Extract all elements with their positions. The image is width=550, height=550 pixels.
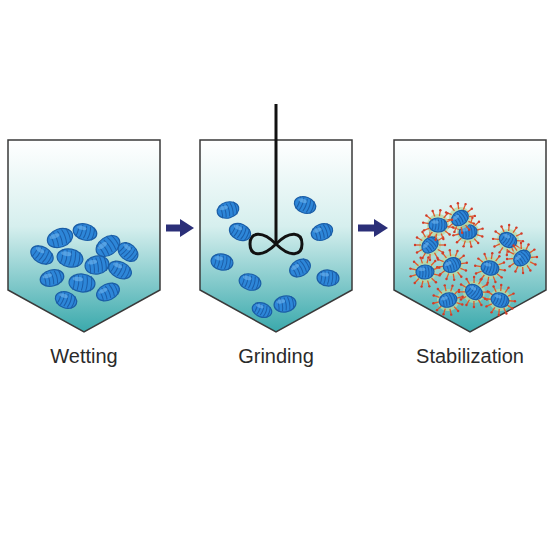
vessel-stage: Wetting	[8, 140, 160, 380]
particle	[237, 271, 262, 292]
particle	[449, 207, 472, 229]
particle	[286, 256, 313, 281]
flow-arrow	[358, 219, 388, 237]
stabilized-particle	[484, 284, 516, 316]
stage-label: Wetting	[8, 345, 160, 368]
particle	[28, 242, 57, 268]
particle	[68, 273, 95, 293]
particle	[71, 221, 98, 243]
particle	[53, 289, 79, 312]
vessel	[8, 140, 160, 332]
stabilized-particles	[409, 202, 538, 316]
particle	[84, 254, 111, 276]
stabilized-particle	[474, 252, 506, 284]
particle	[56, 247, 85, 269]
particle	[38, 267, 65, 289]
stabilized-particle	[506, 242, 538, 274]
particle	[250, 300, 274, 320]
stabilized-particle	[444, 202, 476, 234]
particle	[497, 230, 520, 251]
stabilized-particle	[422, 209, 454, 241]
particle	[419, 234, 442, 257]
flow-arrow	[166, 219, 194, 237]
particle	[463, 281, 486, 303]
stabilized-particle	[436, 249, 468, 281]
vessel-stage: Stabilization	[394, 140, 546, 380]
particle	[316, 269, 339, 287]
particle	[489, 291, 510, 310]
particle	[309, 221, 335, 244]
particle	[441, 255, 463, 275]
ground-particles	[210, 194, 340, 320]
particle	[114, 239, 141, 265]
particle	[437, 290, 459, 309]
stabilized-particle	[409, 256, 441, 288]
particle	[215, 199, 240, 220]
vessel-stage: Grinding	[200, 140, 352, 380]
particle	[227, 220, 254, 244]
stabilized-particle	[414, 229, 446, 261]
particle	[480, 259, 501, 277]
particle	[429, 218, 447, 233]
agitator-shaft	[275, 104, 278, 244]
particle	[511, 247, 534, 269]
stage-label: Stabilization	[394, 345, 546, 368]
particle	[210, 252, 234, 272]
particle	[45, 225, 76, 251]
stabilized-particle	[432, 284, 464, 316]
stage-label: Grinding	[200, 345, 352, 368]
agitator-blade	[250, 234, 302, 254]
particle	[94, 280, 123, 305]
vessel	[394, 140, 546, 332]
particle	[416, 265, 435, 280]
particle	[273, 294, 297, 314]
stabilized-particle	[458, 276, 490, 308]
agglomerate	[28, 221, 142, 311]
particle	[292, 194, 318, 217]
